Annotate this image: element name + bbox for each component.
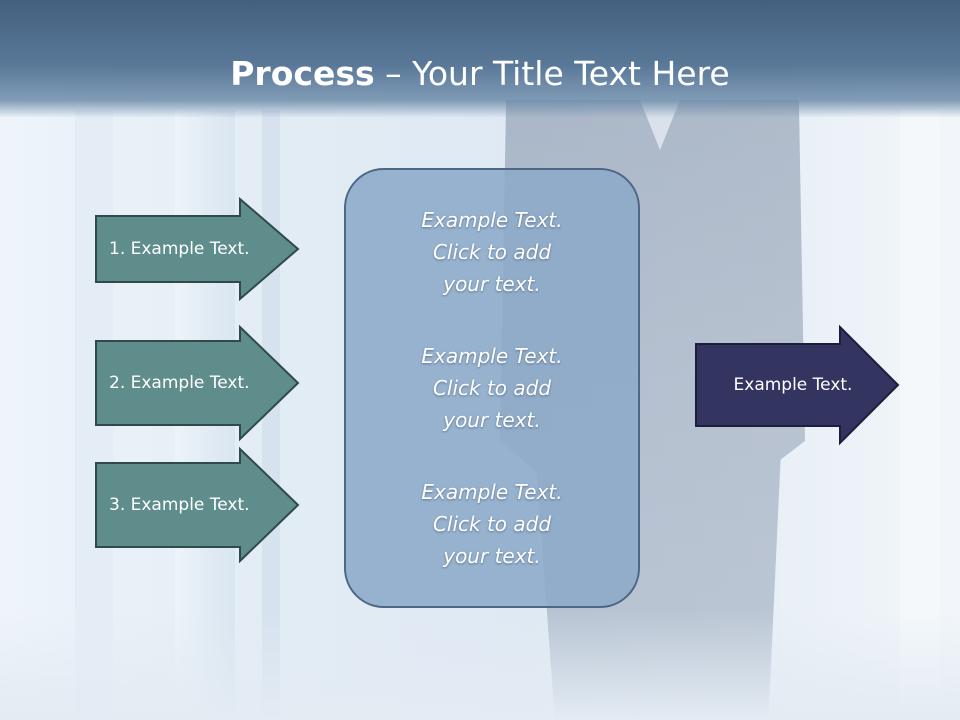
title-banner bbox=[0, 0, 960, 118]
arrow-right-icon bbox=[95, 324, 300, 442]
output-arrow[interactable]: Example Text. bbox=[695, 324, 900, 446]
input-arrow-1[interactable]: 1. Example Text. bbox=[95, 196, 300, 302]
process-text-line: your text. bbox=[443, 544, 541, 568]
arrow-right-icon bbox=[695, 324, 900, 446]
process-text-line: Example Text. bbox=[421, 344, 563, 368]
process-box[interactable]: Example Text. Click to add your text. Ex… bbox=[344, 168, 640, 608]
background-floor bbox=[0, 610, 960, 720]
process-text-block-1: Example Text. Click to add your text. bbox=[372, 204, 612, 300]
process-text-line: your text. bbox=[443, 408, 541, 432]
input-arrow-2[interactable]: 2. Example Text. bbox=[95, 324, 300, 442]
input-arrow-label: 1. Example Text. bbox=[109, 239, 250, 259]
input-arrow-label: 2. Example Text. bbox=[109, 373, 250, 393]
input-arrow-3[interactable]: 3. Example Text. bbox=[95, 446, 300, 564]
process-text-line: Click to add bbox=[432, 376, 552, 400]
slide-title[interactable]: Process – Your Title Text Here bbox=[0, 52, 960, 96]
process-text-block-2: Example Text. Click to add your text. bbox=[372, 340, 612, 436]
process-text-line: your text. bbox=[443, 272, 541, 296]
arrow-right-icon bbox=[95, 446, 300, 564]
process-text-line: Example Text. bbox=[421, 208, 563, 232]
process-text-line: Example Text. bbox=[421, 480, 563, 504]
arrow-right-icon bbox=[95, 196, 300, 302]
process-text-line: Click to add bbox=[432, 240, 552, 264]
process-text-line: Click to add bbox=[432, 512, 552, 536]
slide-title-bold: Process bbox=[230, 54, 375, 93]
slide-title-rest: – Your Title Text Here bbox=[374, 54, 730, 93]
input-arrow-label: 3. Example Text. bbox=[109, 495, 250, 515]
output-arrow-label: Example Text. bbox=[733, 375, 853, 395]
process-text-block-3: Example Text. Click to add your text. bbox=[372, 476, 612, 572]
